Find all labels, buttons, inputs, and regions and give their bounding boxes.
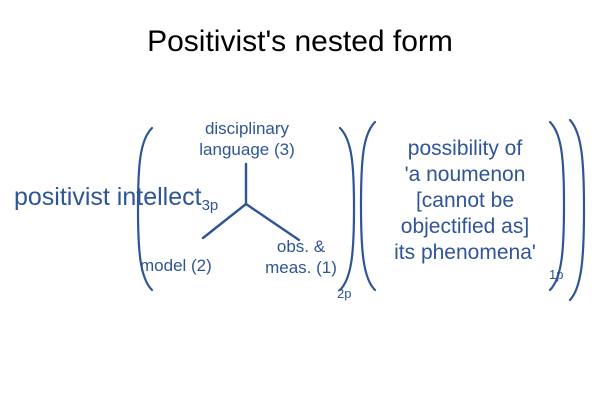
subscript-2p: 2p [337,286,352,301]
node-disciplinary-language: disciplinary language (3) [172,118,322,160]
node-obs-meas: obs. & meas. (1) [256,236,346,278]
node-disciplinary-language-line2: language (3) [199,140,295,159]
node-model-line1: model (2) [140,256,212,275]
node-obs-meas-line1: obs. & [276,237,326,256]
level-3-subscript: 3p [201,197,219,214]
noumenon-line-2: 'a noumenon [404,163,526,186]
noumenon-line-1: possibility of [407,137,523,160]
level-3-text: positivist intellect [14,183,202,211]
noumenon-line-4: objectified as] [400,215,530,238]
level-3-positivist-intellect-label: positivist intellect3p [14,182,218,216]
subscript-1p: 1p [549,267,564,282]
page-title: Positivist's nested form [147,25,453,58]
level-1-noumenon-text: possibility of 'a noumenon [cannot be ob… [372,136,558,266]
noumenon-line-3: [cannot be [415,189,515,212]
tree-branch-right-line [244,202,301,242]
node-disciplinary-language-line1: disciplinary [204,119,290,138]
close-paren-3p-icon [568,118,586,302]
noumenon-line-5: its phenomena' [394,241,536,264]
node-obs-meas-line2: meas. (1) [265,258,337,277]
node-model: model (2) [140,255,212,276]
